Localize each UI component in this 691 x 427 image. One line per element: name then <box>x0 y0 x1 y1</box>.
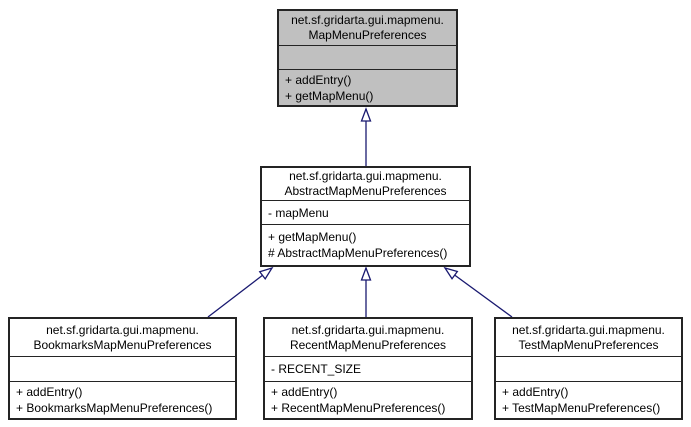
method-line: # AbstractMapMenuPreferences() <box>268 246 448 260</box>
class-methods: + addEntry() + RecentMapMenuPreferences(… <box>265 382 471 418</box>
class-title: net.sf.gridarta.gui.mapmenu. TestMapMenu… <box>496 319 681 357</box>
class-name-line: MapMenuPreferences <box>308 28 427 42</box>
class-title: net.sf.gridarta.gui.mapmenu. RecentMapMe… <box>265 319 471 357</box>
method-line: + addEntry() <box>285 72 352 87</box>
class-node-abstractmapmenupreferences[interactable]: net.sf.gridarta.gui.mapmenu. AbstractMap… <box>260 166 471 267</box>
class-node-recentmapmenupreferences[interactable]: net.sf.gridarta.gui.mapmenu. RecentMapMe… <box>263 317 473 420</box>
class-methods: + addEntry() + BookmarksMapMenuPreferenc… <box>10 382 235 418</box>
class-package-line: net.sf.gridarta.gui.mapmenu. <box>289 169 442 183</box>
method-line: + BookmarksMapMenuPreferences() <box>16 401 213 415</box>
class-node-testmapmenupreferences[interactable]: net.sf.gridarta.gui.mapmenu. TestMapMenu… <box>494 317 683 420</box>
class-title: net.sf.gridarta.gui.mapmenu. BookmarksMa… <box>10 319 235 357</box>
edge-test-extends-abstract <box>443 266 513 318</box>
class-attributes <box>279 46 456 70</box>
class-attributes <box>496 357 681 382</box>
method-line: + addEntry() <box>16 385 83 399</box>
method-line: + getMapMenu() <box>285 88 374 103</box>
class-package-line: net.sf.gridarta.gui.mapmenu. <box>291 13 444 27</box>
class-name-line: AbstractMapMenuPreferences <box>284 184 447 198</box>
class-name-line: TestMapMenuPreferences <box>518 337 659 352</box>
class-node-bookmarksmapmenupreferences[interactable]: net.sf.gridarta.gui.mapmenu. BookmarksMa… <box>8 317 237 420</box>
method-line: + TestMapMenuPreferences() <box>502 401 661 415</box>
method-line: + RecentMapMenuPreferences() <box>271 401 446 415</box>
class-name-line: RecentMapMenuPreferences <box>289 337 447 352</box>
class-package-line: net.sf.gridarta.gui.mapmenu. <box>291 322 445 337</box>
class-methods: + getMapMenu() # AbstractMapMenuPreferen… <box>262 225 469 265</box>
method-line: + getMapMenu() <box>268 230 357 244</box>
attribute-line: - RECENT_SIZE <box>271 362 362 376</box>
class-package-line: net.sf.gridarta.gui.mapmenu. <box>46 322 199 337</box>
edge-bookmarks-extends-abstract <box>207 266 274 318</box>
class-attributes: - RECENT_SIZE <box>265 357 471 382</box>
class-node-mapmenupreferences[interactable]: net.sf.gridarta.gui.mapmenu. MapMenuPref… <box>277 9 458 107</box>
class-methods: + addEntry() + TestMapMenuPreferences() <box>496 382 681 418</box>
class-methods: + addEntry() + getMapMenu() <box>279 70 456 105</box>
class-package-line: net.sf.gridarta.gui.mapmenu. <box>512 322 665 337</box>
class-title: net.sf.gridarta.gui.mapmenu. MapMenuPref… <box>279 11 456 46</box>
class-name-line: BookmarksMapMenuPreferences <box>33 337 212 352</box>
method-line: + addEntry() <box>502 385 569 399</box>
method-line: + addEntry() <box>271 385 338 399</box>
class-attributes <box>10 357 235 382</box>
class-title: net.sf.gridarta.gui.mapmenu. AbstractMap… <box>262 168 469 201</box>
class-attributes: - mapMenu <box>262 201 469 225</box>
attribute-line: - mapMenu <box>268 205 329 220</box>
